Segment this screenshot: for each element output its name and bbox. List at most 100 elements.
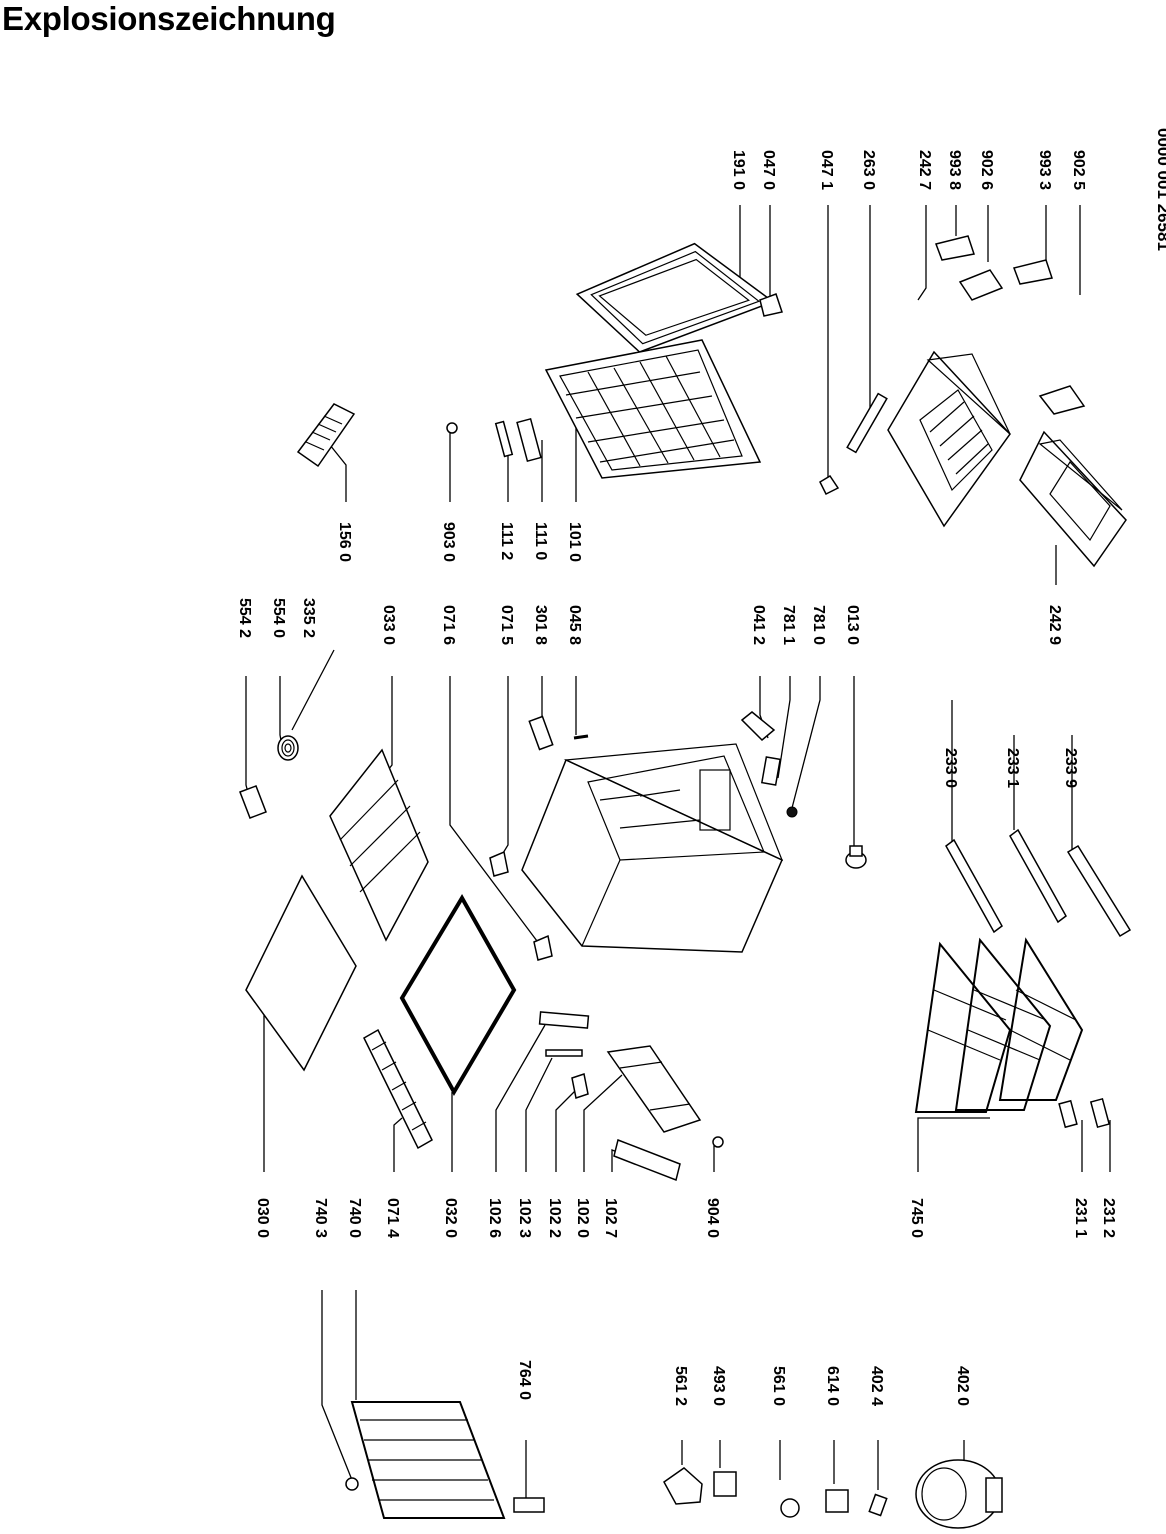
- leader-102-0: [583, 1074, 623, 1172]
- label-111-0: 111 0: [532, 522, 549, 560]
- leader-102-2: [555, 1087, 579, 1172]
- label-111-2: 111 2: [498, 522, 515, 560]
- label-402-4: 402 4: [868, 1366, 885, 1406]
- clip-902-6: [958, 269, 1004, 301]
- page-title: Explosionszeichnung: [2, 0, 336, 37]
- part-301-8: [528, 715, 554, 751]
- ice-tray-part: [296, 403, 356, 468]
- door-gasket-part: [575, 242, 775, 353]
- label-764-0: 764 0: [516, 1360, 533, 1400]
- leader-745-0: [917, 1117, 990, 1172]
- part-041-2: [740, 711, 776, 742]
- label-903-0: 903 0: [440, 522, 457, 562]
- label-041-2: 041 2: [750, 605, 767, 645]
- label-402-0: 402 0: [954, 1366, 971, 1406]
- leader-156-0: [329, 444, 347, 502]
- door-grid-part: [544, 339, 762, 479]
- label-242-7: 242 7: [916, 150, 933, 190]
- label-102-7: 102 7: [602, 1198, 619, 1238]
- label-233-9: 233 9: [1062, 748, 1079, 788]
- label-102-6: 102 6: [486, 1198, 503, 1238]
- label-781-0: 781 0: [810, 605, 827, 645]
- support-233-0: [945, 838, 1003, 934]
- label-781-1: 781 1: [780, 605, 797, 645]
- support-233-1: [1009, 828, 1067, 924]
- label-614-0: 614 0: [824, 1366, 841, 1406]
- cabinet-body: [521, 743, 784, 953]
- label-493-0: 493 0: [710, 1366, 727, 1406]
- frame-032-0: [399, 894, 517, 1097]
- label-335-2: 335 2: [300, 598, 317, 638]
- label-993-8: 993 8: [946, 150, 963, 190]
- leader-071-4: [393, 1117, 403, 1172]
- label-191-0: 191 0: [730, 150, 747, 190]
- bracket-071-6: [533, 934, 553, 961]
- crisper-drawer-242-7: [887, 350, 1011, 528]
- label-047-1: 047 1: [818, 150, 835, 190]
- label-101-0: 101 0: [566, 522, 583, 562]
- part-402-4: [868, 1493, 888, 1517]
- label-030-0: 030 0: [254, 1198, 271, 1238]
- label-071-5: 071 5: [498, 605, 515, 645]
- support-233-9: [1066, 844, 1132, 938]
- plate-030-0: [245, 874, 357, 1072]
- leader-071-6: [449, 676, 541, 946]
- label-033-0: 033 0: [380, 605, 397, 645]
- condenser-764-0: [350, 1401, 545, 1519]
- label-561-0: 561 0: [770, 1366, 787, 1406]
- part-102-3: [545, 1049, 583, 1057]
- clip-902-5: [1038, 385, 1086, 415]
- label-156-0: 156 0: [336, 522, 353, 562]
- wire-shelves-745-0: [914, 937, 1084, 1113]
- leader-102-6: [495, 1024, 546, 1172]
- label-561-2: 561 2: [672, 1366, 689, 1406]
- drawer-242-9: [1019, 430, 1127, 568]
- label-231-1: 231 1: [1072, 1198, 1089, 1238]
- label-071-6: 071 6: [440, 605, 457, 645]
- leader-242-7: [917, 205, 927, 301]
- strip-111-2: [494, 420, 514, 458]
- label-233-1: 233 1: [1004, 748, 1021, 788]
- leader-102-3: [525, 1057, 553, 1172]
- part-102-2: [571, 1073, 589, 1099]
- leader-554-0: [279, 676, 283, 747]
- part-781-1: [760, 756, 782, 786]
- compressor-402-0: [915, 1459, 1003, 1529]
- label-902-6: 902 6: [978, 150, 995, 190]
- part-231-2: [1089, 1097, 1111, 1129]
- label-045-8: 045 8: [566, 605, 583, 645]
- label-554-2: 554 2: [236, 598, 253, 638]
- foot-013-0: [845, 845, 867, 869]
- part-102-7: [613, 1138, 681, 1182]
- label-231-2: 231 2: [1100, 1198, 1117, 1238]
- spring-554-0: [277, 735, 299, 761]
- part-102-6: [538, 1011, 590, 1029]
- label-233-0: 233 0: [942, 748, 959, 788]
- label-745-0: 745 0: [908, 1198, 925, 1238]
- part-554-2: [239, 785, 267, 819]
- label-013-0: 013 0: [844, 605, 861, 645]
- leader-740-3: [321, 1290, 353, 1481]
- label-740-0: 740 0: [346, 1198, 363, 1238]
- bar-263-0: [846, 392, 888, 454]
- part-493-0: [713, 1471, 737, 1497]
- handle-111-0: [516, 417, 542, 463]
- label-740-3: 740 3: [312, 1198, 329, 1238]
- label-102-0: 102 0: [574, 1198, 591, 1238]
- label-047-0: 047 0: [760, 150, 777, 190]
- label-993-3: 993 3: [1036, 150, 1053, 190]
- leader-781-0: [791, 676, 821, 809]
- label-plate-993-8: [935, 235, 975, 261]
- vent-grille-071-4: [363, 1028, 433, 1150]
- knob-781-0: [786, 806, 798, 818]
- label-263-0: 263 0: [860, 150, 877, 190]
- part-614-0: [825, 1489, 849, 1513]
- part-047-1: [819, 474, 840, 496]
- part-231-1: [1058, 1099, 1078, 1129]
- part-561-2: [663, 1467, 703, 1505]
- label-554-0: 554 0: [270, 598, 287, 638]
- pin-045-8: [573, 734, 589, 740]
- part-904-0: [712, 1136, 724, 1148]
- part-561-0: [780, 1498, 800, 1518]
